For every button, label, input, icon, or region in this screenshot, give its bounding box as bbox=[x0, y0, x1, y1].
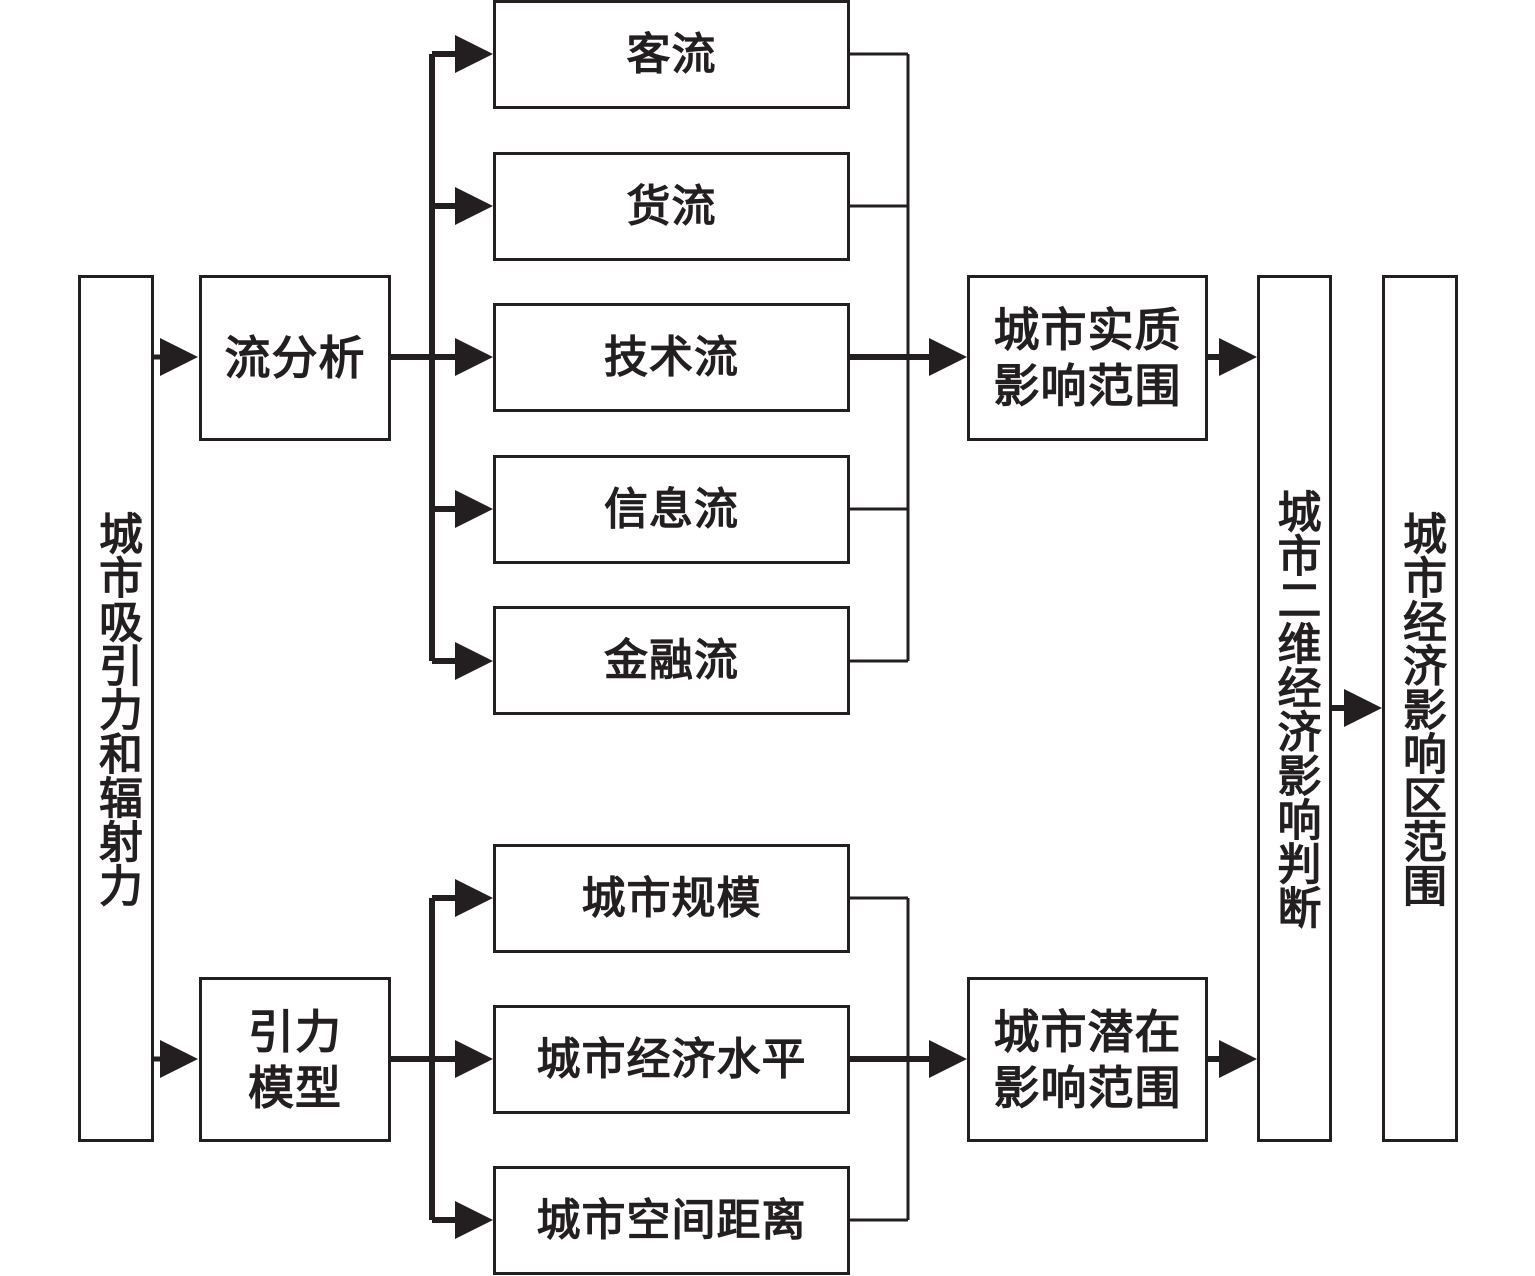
flow-label: 金融流 bbox=[604, 634, 739, 686]
arrowhead bbox=[455, 35, 493, 73]
factor-box-spatial-distance: 城市空间距离 bbox=[493, 1166, 850, 1275]
arrowhead bbox=[455, 642, 493, 680]
arrowhead bbox=[929, 338, 967, 376]
arrowhead bbox=[455, 1201, 493, 1239]
potential-range-box: 城市潜在 影响范围 bbox=[967, 977, 1208, 1142]
flow-box-technology: 技术流 bbox=[493, 303, 850, 412]
flow-box-freight: 货流 bbox=[493, 152, 850, 261]
flow-box-passenger: 客流 bbox=[493, 0, 850, 109]
factor-box-economic-level: 城市经济水平 bbox=[493, 1005, 850, 1114]
arrowhead bbox=[455, 338, 493, 376]
factor-label: 城市空间距离 bbox=[536, 1194, 807, 1246]
flow-box-information: 信息流 bbox=[493, 455, 850, 564]
flow-analysis-label: 流分析 bbox=[224, 331, 366, 385]
flow-label: 信息流 bbox=[604, 483, 739, 535]
result-label: 城市经济影响区范围 bbox=[1395, 510, 1446, 907]
flow-label: 客流 bbox=[626, 28, 717, 80]
factor-label: 城市规模 bbox=[581, 872, 762, 924]
flow-analysis-box: 流分析 bbox=[199, 275, 391, 441]
actual-range-label: 城市实质 影响范围 bbox=[993, 303, 1182, 413]
city-attraction-radiation-label: 城市吸引力和辐射力 bbox=[91, 510, 142, 907]
gravity-model-box: 引力 模型 bbox=[199, 977, 391, 1142]
result-box: 城市经济影响区范围 bbox=[1382, 275, 1458, 1142]
arrowhead bbox=[455, 490, 493, 528]
flow-box-finance: 金融流 bbox=[493, 606, 850, 715]
arrowhead bbox=[455, 1040, 493, 1078]
judgment-box: 城市二维经济影响判断 bbox=[1257, 275, 1332, 1142]
arrowhead bbox=[1219, 1040, 1257, 1078]
arrowhead bbox=[160, 338, 198, 376]
flow-label: 货流 bbox=[626, 180, 717, 232]
arrowhead bbox=[929, 1040, 967, 1078]
actual-range-box: 城市实质 影响范围 bbox=[967, 275, 1208, 441]
arrowhead bbox=[455, 879, 493, 917]
flow-label: 技术流 bbox=[604, 331, 739, 383]
factor-box-city-scale: 城市规模 bbox=[493, 844, 850, 953]
factor-label: 城市经济水平 bbox=[536, 1033, 807, 1085]
city-attraction-radiation-box: 城市吸引力和辐射力 bbox=[78, 275, 154, 1142]
arrowhead bbox=[1344, 689, 1382, 727]
arrowhead bbox=[455, 187, 493, 225]
arrowhead bbox=[1219, 338, 1257, 376]
gravity-model-label: 引力 模型 bbox=[248, 1004, 342, 1115]
arrowhead bbox=[160, 1040, 198, 1078]
judgment-label: 城市二维经济影响判断 bbox=[1269, 488, 1321, 929]
potential-range-label: 城市潜在 影响范围 bbox=[993, 1004, 1182, 1115]
